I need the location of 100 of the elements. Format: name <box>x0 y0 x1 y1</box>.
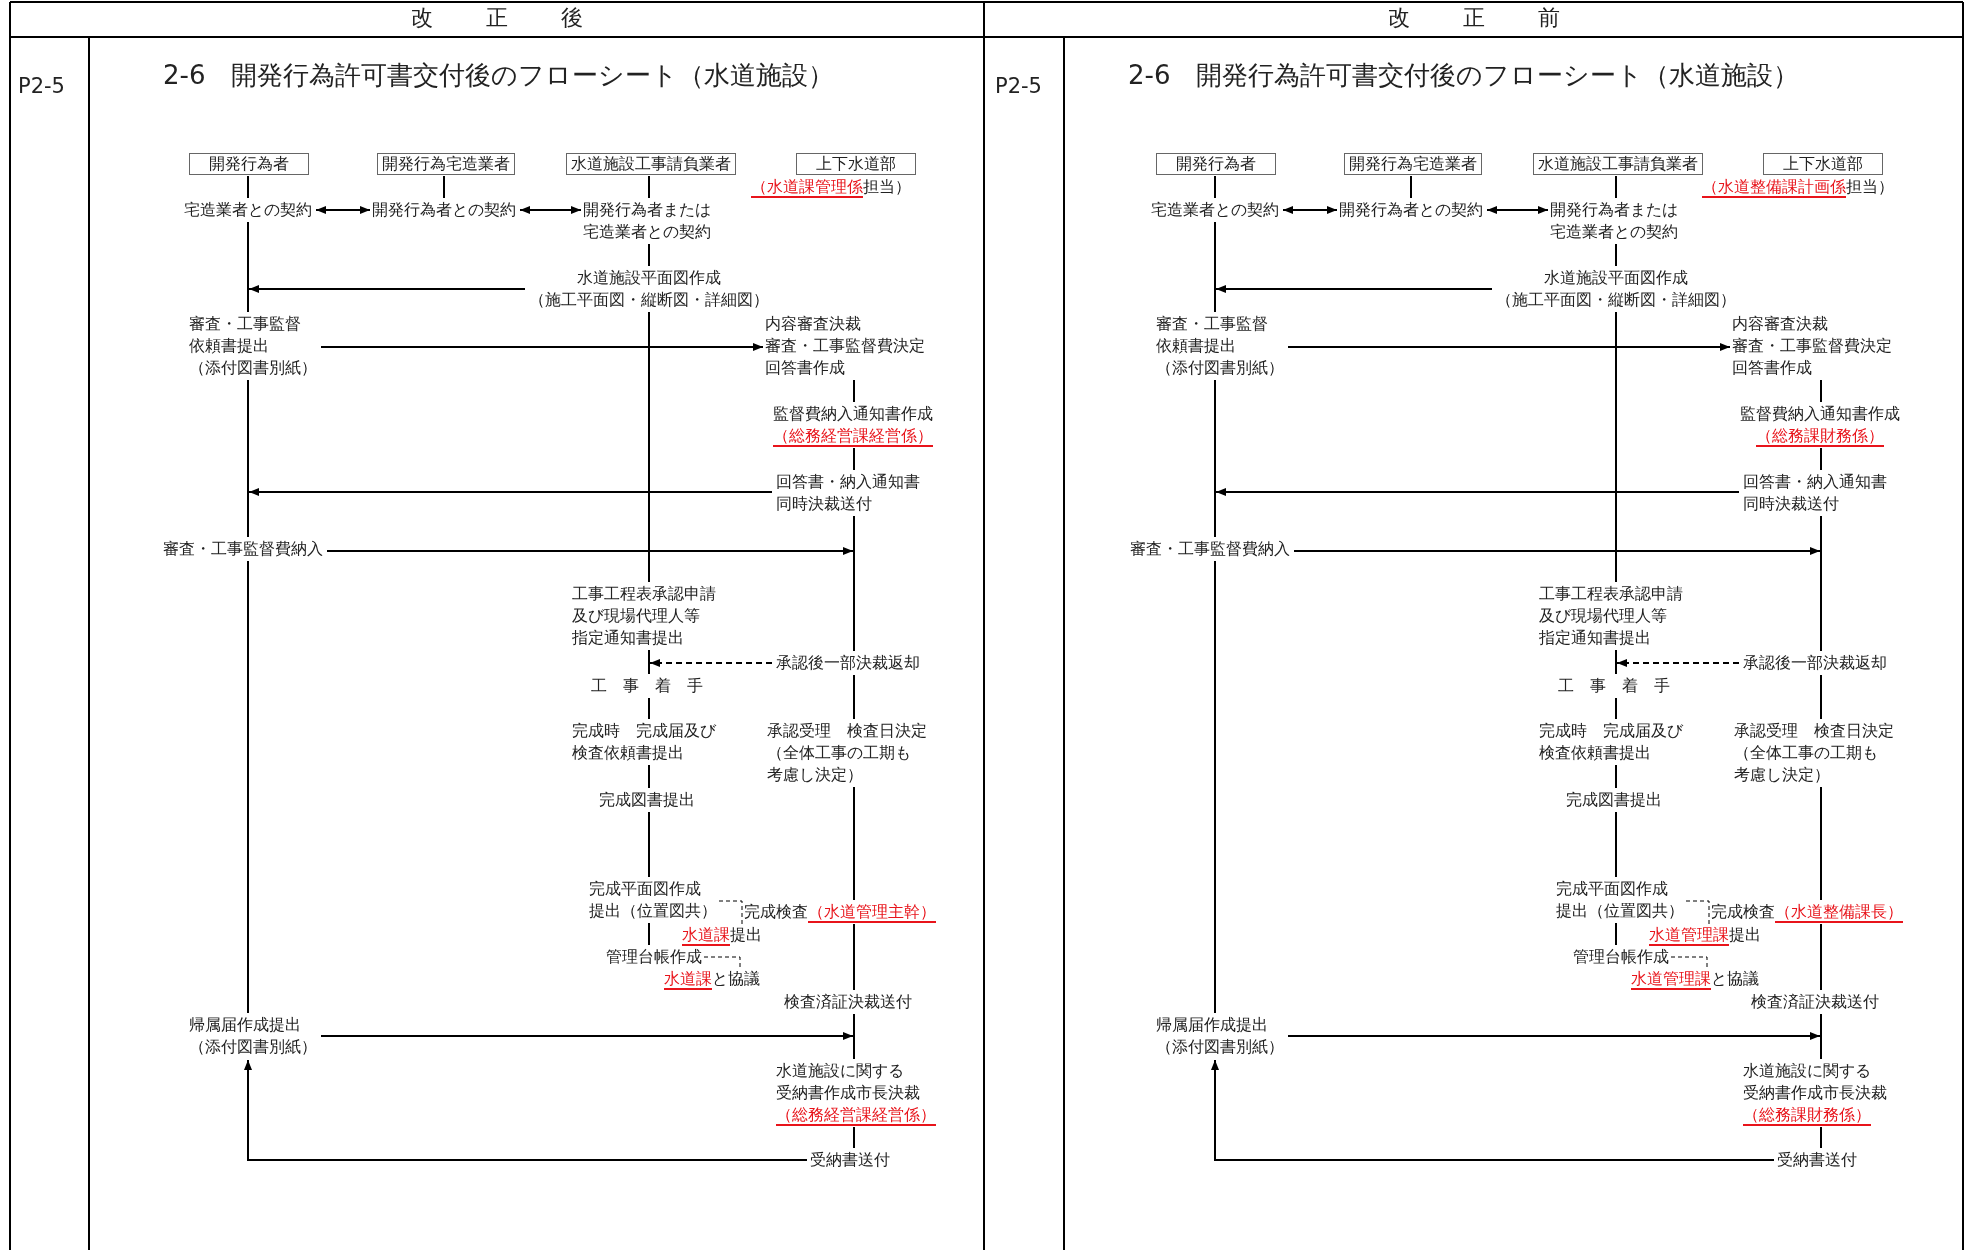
step-text: 審査・工事監督依頼書提出（添付図書別紙） <box>1156 313 1284 379</box>
lane-header-box: 水道施設工事請負業者 <box>566 153 736 175</box>
step-text: 承認後一部決裁返却 <box>776 652 920 674</box>
arrow <box>1215 285 1493 293</box>
connector-line <box>1615 811 1617 878</box>
step-text: 完成検査（水道整備課長） <box>1711 901 1903 923</box>
step-text: 水道課提出 <box>682 924 762 946</box>
dashed-arrow <box>1616 659 1740 667</box>
step-text: 受納書送付 <box>1777 1149 1857 1171</box>
step-text: 内容審査決裁審査・工事監督費決定回答書作成 <box>1732 313 1892 379</box>
dashed-bracket <box>1670 956 1708 969</box>
arrow <box>1293 547 1821 555</box>
column-heading: 改正後 <box>410 5 636 32</box>
connector-line <box>1820 1126 1822 1149</box>
dashed-bracket <box>718 900 743 925</box>
lane-header-box: 開発行為宅造業者 <box>1344 153 1482 175</box>
connector-line <box>853 923 855 991</box>
connector-line <box>648 311 650 583</box>
connector-line <box>1820 1013 1822 1060</box>
connector-line <box>853 786 855 901</box>
connector-line <box>1214 175 1216 199</box>
step-text: 開発行為者または宅造業者との契約 <box>1550 199 1678 243</box>
step-text: 回答書・納入通知書同時決裁送付 <box>776 471 920 515</box>
chart-title: 2-6 開発行為許可書交付後のフローシート（水道施設） <box>163 60 835 92</box>
connector-line <box>443 175 445 199</box>
step-text: 水道施設に関する受納書作成市長決裁 （総務経営課経営係） <box>776 1060 936 1126</box>
connector-line <box>1214 379 1216 538</box>
connector-line <box>1820 786 1822 901</box>
step-text: 開発行為者との契約 <box>1339 199 1483 221</box>
connector-line <box>1410 175 1412 199</box>
section-note: （水道課管理係担当） <box>751 176 911 198</box>
step-text: 水道課 と協議 <box>664 968 760 990</box>
step-text: 完成図書提出 <box>599 789 695 811</box>
arrow <box>1211 1059 1775 1161</box>
lane-header-box: 開発行為者 <box>1156 153 1276 175</box>
step-text: 審査・工事監督費納入 <box>163 538 323 560</box>
step-text: 完成時 完成届及び検査依頼書提出 <box>572 720 716 764</box>
lane-header-box: 水道施設工事請負業者 <box>1533 153 1703 175</box>
step-text: 帰属届作成提出（添付図書別紙） <box>189 1014 317 1058</box>
step-text: 工 事 着 手 <box>1558 675 1670 697</box>
chart-title: 2-6 開発行為許可書交付後のフローシート（水道施設） <box>1128 60 1800 92</box>
connector-line <box>1615 311 1617 583</box>
page-number: P2-5 <box>18 74 65 100</box>
arrow <box>320 1032 854 1040</box>
dashed-bracket <box>1685 900 1710 925</box>
step-text: 内容審査決裁審査・工事監督費決定回答書作成 <box>765 313 925 379</box>
step-text: 水道施設に関する受納書作成市長決裁 （総務課財務係） <box>1743 1060 1887 1126</box>
step-text: 水道施設平面図作成（施工平面図・縦断図・詳細図） <box>529 267 769 311</box>
step-text: 完成検査（水道管理主幹） <box>744 901 936 923</box>
step-text: 工 事 着 手 <box>591 675 703 697</box>
step-text: 宅造業者との契約 <box>184 199 312 221</box>
step-text: 監督費納入通知書作成 （総務課財務係） <box>1740 403 1900 447</box>
step-text: 審査・工事監督費納入 <box>1130 538 1290 560</box>
connector-line <box>1615 922 1617 946</box>
step-text: 回答書・納入通知書同時決裁送付 <box>1743 471 1887 515</box>
step-text: 工事工程表承認申請及び現場代理人等指定通知書提出 <box>572 583 716 649</box>
connector-line <box>247 379 249 538</box>
arrow <box>326 547 854 555</box>
connector-line <box>247 175 249 199</box>
connector-line <box>1214 221 1216 313</box>
step-text: 検査済証決裁送付 <box>1751 991 1879 1013</box>
connector-line <box>1615 697 1617 720</box>
step-text: 管理台帳作成 <box>1573 946 1669 968</box>
connector-line <box>648 649 650 675</box>
arrow <box>315 206 371 214</box>
connector-line <box>853 1013 855 1060</box>
connector-line <box>853 379 855 403</box>
step-text: 審査・工事監督依頼書提出（添付図書別紙） <box>189 313 317 379</box>
step-text: 開発行為者との契約 <box>372 199 516 221</box>
step-text: 監督費納入通知書作成 （総務経営課経営係） <box>773 403 933 447</box>
connector-line <box>853 674 855 720</box>
step-text: 水道施設平面図作成（施工平面図・縦断図・詳細図） <box>1496 267 1736 311</box>
step-text: 宅造業者との契約 <box>1151 199 1279 221</box>
dashed-bracket <box>703 956 741 969</box>
arrow <box>1486 206 1549 214</box>
connector-line <box>1820 515 1822 652</box>
column-heading: 改正前 <box>1387 5 1613 32</box>
connector-line <box>1615 243 1617 267</box>
step-text: 完成図書提出 <box>1566 789 1662 811</box>
arrow <box>1287 343 1731 351</box>
connector-line <box>1820 447 1822 471</box>
lane-header-box: 上下水道部 <box>796 153 916 175</box>
arrow <box>244 1059 808 1161</box>
step-text: 完成平面図作成提出（位置図共） <box>589 878 717 922</box>
connector-line <box>648 922 650 946</box>
lane-header-box: 上下水道部 <box>1763 153 1883 175</box>
page-number: P2-5 <box>995 74 1042 100</box>
connector-line <box>1214 560 1216 1014</box>
step-text: 管理台帳作成 <box>606 946 702 968</box>
connector-line <box>853 515 855 652</box>
connector-line <box>648 243 650 267</box>
arrow <box>320 343 764 351</box>
arrow <box>248 285 526 293</box>
connector-line <box>1820 923 1822 991</box>
step-text: 受納書送付 <box>810 1149 890 1171</box>
connector-line <box>648 764 650 789</box>
step-text: 開発行為者または宅造業者との契約 <box>583 199 711 243</box>
connector-line <box>1615 764 1617 789</box>
connector-line <box>648 697 650 720</box>
step-text: 承認受理 検査日決定（全体工事の工期も考慮し決定） <box>1734 720 1894 786</box>
